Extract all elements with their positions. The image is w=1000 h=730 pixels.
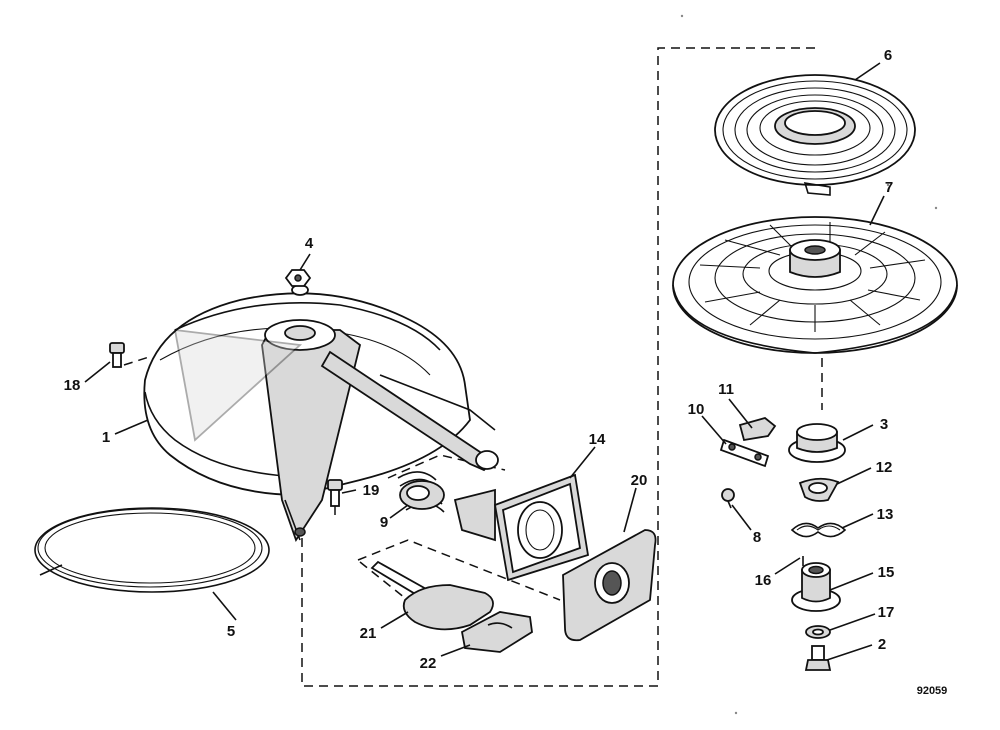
friction-ring-icon (798, 477, 840, 502)
callout-2: 2 (878, 636, 886, 653)
drawing-number: 92059 (917, 685, 948, 697)
handle-icon (370, 560, 494, 631)
callout-22: 22 (420, 655, 437, 672)
assembly-group-boundary (301, 47, 815, 687)
bushing-icon (791, 562, 841, 612)
callout-20: 20 (631, 472, 648, 489)
callout-5: 5 (227, 623, 235, 640)
callout-9: 9 (380, 514, 388, 531)
screw-icon-8 (721, 488, 735, 509)
callout-3: 3 (880, 416, 888, 433)
pawl-plate-icon (719, 438, 770, 468)
callout-15: 15 (878, 564, 895, 581)
callout-14: 14 (589, 431, 606, 448)
washer-icon (805, 625, 831, 639)
nut-icon (284, 269, 312, 287)
pulley-icon (672, 216, 958, 354)
callout-10: 10 (688, 401, 705, 418)
callout-16: 16 (755, 572, 772, 589)
starter-housing-icon (143, 284, 499, 543)
handle-group-boundary (357, 539, 561, 619)
leader-lines (84, 62, 885, 661)
spring-clip-icon (790, 522, 847, 538)
screw-icon-2 (804, 645, 832, 671)
callout-21: 21 (360, 625, 377, 642)
screw-icon-19 (327, 479, 343, 520)
rewind-spring-icon (714, 74, 916, 196)
callout-6: 6 (884, 47, 892, 64)
callout-17: 17 (878, 604, 895, 621)
callout-labels: 4 6 7 18 1 19 9 14 20 5 21 22 11 10 3 12… (64, 47, 895, 672)
pawl-icon (738, 417, 777, 442)
callout-4: 4 (305, 235, 314, 252)
cover-plate-icon (562, 529, 657, 642)
anchor-icon (460, 611, 533, 653)
callout-11: 11 (718, 381, 734, 398)
starter-rope-icon (34, 507, 270, 593)
callout-18: 18 (64, 377, 81, 394)
callout-13: 13 (877, 506, 894, 523)
screw-icon-18 (109, 342, 153, 368)
spring-icon (397, 471, 445, 513)
callout-8: 8 (753, 529, 761, 546)
callout-19: 19 (363, 482, 380, 499)
callout-12: 12 (876, 459, 893, 476)
rope-guide-icon (453, 473, 590, 582)
spring-group-boundary (387, 454, 506, 479)
callout-7: 7 (885, 179, 893, 196)
callout-1: 1 (102, 429, 110, 446)
pawl-retainer-icon (788, 423, 846, 463)
